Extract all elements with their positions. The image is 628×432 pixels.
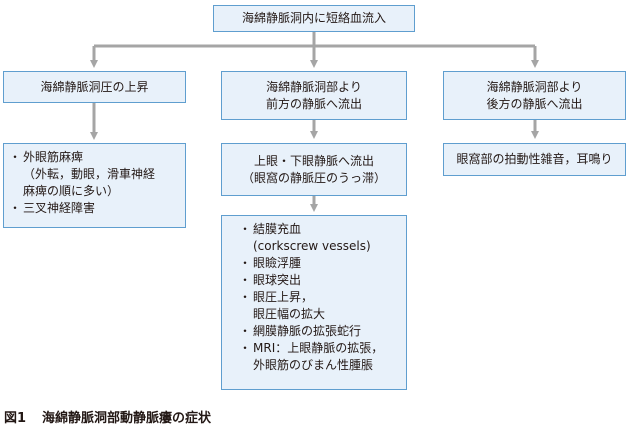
middle-symptom-item: 結膜充血 (corkscrew vessels) (239, 221, 402, 255)
middle-symptom-item: 眼瞼浮腫 (239, 255, 402, 272)
middle-symptom-line: 網膜静脈の拡張蛇行 (253, 324, 362, 338)
figure-caption: 図1 海綿静脈洞部動静脈瘻の症状 (4, 407, 211, 426)
branch-box-posterior-outflow: 海綿静脈洞部より 後方の静脈へ流出 (443, 71, 626, 120)
middle-symptom-line: 眼瞼浮腫 (253, 256, 302, 270)
branch-box-anterior-outflow-line-2: 前方の静脈へ流出 (265, 96, 362, 111)
middle-symptoms-list: 結膜充血 (corkscrew vessels) 眼瞼浮腫 眼球突出 眼圧上昇，… (239, 221, 402, 374)
figure-title: 海綿静脈洞部動静脈瘻の症状 (42, 411, 212, 426)
middle-symptom-item: 網膜静脈の拡張蛇行 (239, 323, 402, 340)
right-symptom-text: 眼窩部の拍動性雑音，耳鳴り (456, 152, 613, 166)
middle-symptom-line: 外眼筋のびまん性腫脹 (253, 358, 374, 372)
middle-outflow-line-1: 上眼・下眼静脈へ流出 (253, 153, 374, 168)
left-symptom-line: 麻痺の順に多い） (23, 184, 120, 198)
left-symptoms-list: 外眼筋麻痺 （外転，動眼，滑車神経 麻痺の順に多い） 三叉神経障害 (9, 149, 181, 217)
middle-symptom-line: (corkscrew vessels) (253, 239, 371, 253)
middle-outflow-box: 上眼・下眼静脈へ流出 （眼窩の静脈圧のうっ滞） (221, 143, 407, 196)
figure-number: 図1 (4, 411, 27, 426)
middle-symptom-line: 眼球突出 (253, 273, 302, 287)
middle-symptoms-box: 結膜充血 (corkscrew vessels) 眼瞼浮腫 眼球突出 眼圧上昇，… (221, 215, 407, 390)
middle-symptom-line: 眼圧上昇， (253, 290, 314, 304)
middle-symptom-item: MRI：上眼静脈の拡張， 外眼筋のびまん性腫脹 (239, 340, 402, 374)
branch-box-pressure-rise: 海綿静脈洞圧の上昇 (3, 71, 186, 103)
branch-box-anterior-outflow-line-1: 海綿静脈洞部より (266, 79, 362, 94)
branch-box-anterior-outflow: 海綿静脈洞部より 前方の静脈へ流出 (221, 71, 407, 120)
root-box-text: 海綿静脈洞内に短絡血流入 (241, 11, 386, 25)
middle-symptom-line: 結膜充血 (253, 222, 302, 236)
left-symptom-line: 外眼筋麻痺 (23, 150, 84, 164)
middle-outflow-line-2: （眼窩の静脈圧のうっ滞） (241, 170, 386, 185)
left-symptoms-box: 外眼筋麻痺 （外転，動眼，滑車神経 麻痺の順に多い） 三叉神経障害 (3, 143, 186, 228)
middle-symptom-item: 眼球突出 (239, 272, 402, 289)
left-symptom-item: 外眼筋麻痺 （外転，動眼，滑車神経 麻痺の順に多い） (9, 149, 181, 200)
branch-box-posterior-outflow-line-2: 後方の静脈へ流出 (486, 96, 583, 111)
middle-symptom-line: 眼圧幅の拡大 (253, 307, 326, 321)
right-symptom-box: 眼窩部の拍動性雑音，耳鳴り (443, 143, 626, 176)
middle-symptom-item: 眼圧上昇， 眼圧幅の拡大 (239, 289, 402, 323)
left-symptom-item: 三叉神経障害 (9, 200, 181, 217)
left-symptom-line: 三叉神経障害 (23, 201, 96, 215)
middle-symptom-line: MRI：上眼静脈の拡張， (253, 341, 384, 355)
branch-box-posterior-outflow-line-1: 海綿静脈洞部より (486, 79, 583, 94)
left-symptom-line: （外転，動眼，滑車神経 (23, 167, 156, 181)
branch-box-pressure-rise-text: 海綿静脈洞圧の上昇 (40, 79, 149, 94)
root-box: 海綿静脈洞内に短絡血流入 (213, 5, 415, 32)
